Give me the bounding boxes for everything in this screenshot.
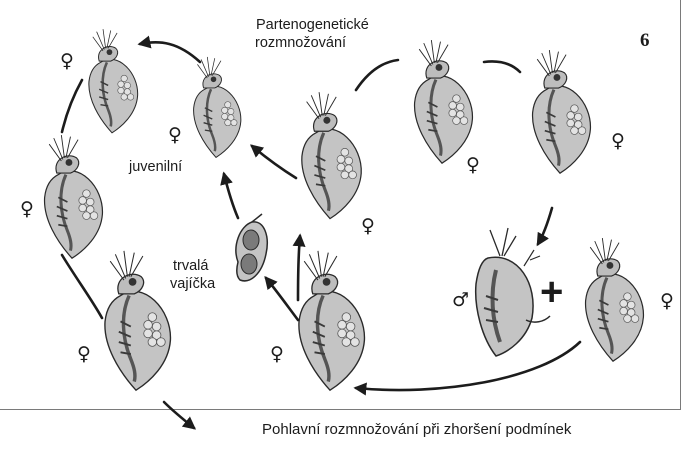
female-symbol: ♀: [77, 344, 91, 364]
female-symbol: ♀: [60, 51, 74, 71]
daphnia-female-top-left: [89, 29, 138, 133]
female-symbol: ♀: [361, 216, 375, 236]
arrow-sexual-reproduction: [356, 342, 580, 390]
arrow-bottomcenter-to-center: [298, 236, 300, 300]
daphnia-female-bottom-left: [105, 251, 171, 390]
daphnia-female-top: [415, 40, 473, 163]
arrow-center-to-juvenile: [252, 146, 296, 178]
arrow-eggs-to-juvenile: [224, 174, 238, 218]
female-symbol: ♀: [660, 291, 674, 311]
daphnia-male: [476, 228, 550, 356]
label-juvenile: juvenilní: [129, 159, 182, 176]
daphnia-female-top-right: [533, 50, 591, 173]
figure-number: 6: [640, 30, 650, 52]
label-sexual-reproduction: Pohlavní rozmnožování při zhoršení podmí…: [262, 421, 571, 438]
female-symbol: ♀: [466, 155, 480, 175]
arrow-center-to-top: [356, 60, 398, 90]
arrow-topright-to-male: [538, 208, 552, 244]
label-parthenogenetic-line2: rozmnožování: [255, 35, 346, 52]
female-symbol: ♀: [270, 344, 284, 364]
daphnia-female-right: [586, 238, 644, 361]
label-parthenogenetic-line1: Partenogenetické: [256, 17, 369, 34]
resting-eggs-ephippium: [236, 214, 267, 281]
daphnia-female-bottom-center: [299, 251, 365, 390]
arrow-top-to-topright: [484, 61, 520, 72]
plus-sign: +: [540, 272, 563, 312]
arrow-juvenile-to-topleft: [140, 42, 200, 62]
label-resting-eggs-line1: trvalá: [173, 258, 208, 275]
female-symbol: ♀: [611, 131, 625, 151]
daphnia-female-left: [45, 135, 103, 258]
male-symbol: ♂: [452, 290, 469, 310]
daphnia-female-center: [302, 92, 361, 218]
arrow-bottomcenter-to-eggs: [266, 278, 298, 320]
daphnia-juvenile: [194, 57, 241, 157]
female-symbol: ♀: [20, 199, 34, 219]
arrow-bottomleft-exit: [164, 402, 194, 428]
arrow-left-to-bottomleft: [62, 255, 102, 318]
arrow-topleft-to-left: [62, 80, 82, 132]
label-resting-eggs-line2: vajíčka: [170, 276, 215, 293]
female-symbol: ♀: [168, 125, 182, 145]
